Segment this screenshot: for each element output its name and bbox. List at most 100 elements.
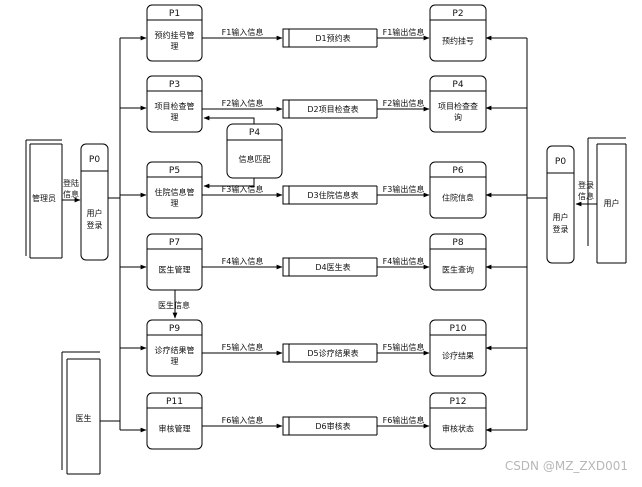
process-p1-left-id: P1 <box>169 9 180 19</box>
process-p2-right-label-0: 预约挂号 <box>442 36 474 46</box>
entity-user-label: 用户 <box>604 198 620 208</box>
process-p6-right-box <box>429 161 487 219</box>
process-p7-left: P7 医生管理 <box>146 233 203 291</box>
data-store-4: D4医生表 <box>282 257 378 277</box>
process-p5-left-label-0: 住院信息管 <box>155 187 195 197</box>
entity-user: 用户 <box>587 137 627 264</box>
flow-in-6: F6输入信息 <box>202 415 283 429</box>
data-store-label: D2项目检查表 <box>307 104 358 114</box>
flow-doctor-info: 医生信息 <box>158 290 190 319</box>
process-p4-right-id: P4 <box>452 80 463 90</box>
process-p5-left-box <box>146 161 203 219</box>
watermark: CSDN @MZ_ZXD001 <box>505 459 628 473</box>
data-store-1: D1预约表 <box>282 28 378 48</box>
process-p3-left-label-0: 项目检查管 <box>155 101 195 111</box>
flow-admin-login: 登陆 信息 <box>62 178 81 203</box>
process-p11-left-box <box>146 392 203 450</box>
data-store-5: D5诊疗结果表 <box>282 343 378 363</box>
process-user-login: P0 用户 登录 <box>546 145 575 264</box>
flow-out-label: F4输出信息 <box>383 256 425 266</box>
flow-out-label: F2输出信息 <box>383 98 425 108</box>
data-store-label: D4医生表 <box>315 262 350 272</box>
process-p12-right-id: P12 <box>450 397 467 407</box>
process-p8-right-label-0: 医生查询 <box>442 265 474 275</box>
flow-in-2: F2输入信息 <box>202 98 283 112</box>
process-p4-right-label-0: 项目检查查 <box>438 101 478 111</box>
flow-in-label: F4输入信息 <box>222 256 264 266</box>
process-p9-left-label-0: 诊疗结果管 <box>155 345 195 355</box>
data-store-6: D6审核表 <box>282 416 378 436</box>
process-p10-right-box <box>429 319 487 377</box>
left-bus <box>108 35 147 433</box>
flow-user-login-line1: 登录 <box>578 180 594 190</box>
process-user-login-line2: 登录 <box>553 224 569 234</box>
process-p12-right: P12 审核状态 <box>429 392 487 450</box>
flow-out-5: F5输出信息 <box>377 342 430 356</box>
process-p10-right-id: P10 <box>450 324 467 334</box>
flow-in-1: F1输入信息 <box>202 27 283 41</box>
flow-out-1: F1输出信息 <box>377 27 430 41</box>
process-p5-left-id: P5 <box>169 166 180 176</box>
flow-out-3: F3输出信息 <box>377 184 430 198</box>
process-p2-right-box <box>429 4 487 62</box>
entity-doctor: 医生 <box>61 351 101 475</box>
process-admin-login-line2: 登录 <box>87 220 103 230</box>
flow-out-4: F4输出信息 <box>377 256 430 270</box>
flow-user-login: 登录 信息 <box>575 180 597 207</box>
flow-out-label: F3输出信息 <box>383 184 425 194</box>
data-store-2: D2项目检查表 <box>282 99 378 119</box>
process-p4-right-box <box>429 75 487 133</box>
process-p9-left-box <box>146 319 203 377</box>
process-p9-left-label-1: 理 <box>171 357 179 366</box>
data-store-label: D3住院信息表 <box>307 190 358 200</box>
process-p12-right-label-0: 审核状态 <box>442 424 474 434</box>
flow-out-6: F6输出信息 <box>377 415 430 429</box>
process-p12-right-box <box>429 392 487 450</box>
data-store-label: D5诊疗结果表 <box>307 348 358 358</box>
process-p7-left-label-0: 医生管理 <box>159 265 191 275</box>
process-p7-left-id: P7 <box>169 238 180 248</box>
process-admin-login-id: P0 <box>89 155 100 165</box>
flow-admin-login-line1: 登陆 <box>63 178 79 188</box>
process-p5-left-label-1: 理 <box>171 199 179 208</box>
process-user-login-line1: 用户 <box>553 212 569 222</box>
flow-in-label: F5输入信息 <box>222 342 264 352</box>
flow-out-label: F1输出信息 <box>383 27 425 37</box>
process-p3-left-label-1: 理 <box>171 113 179 122</box>
flow-in-5: F5输入信息 <box>202 342 283 356</box>
process-p6-right-id: P6 <box>452 166 463 176</box>
flow-in-label: F1输入信息 <box>222 27 264 37</box>
entity-doctor-label: 医生 <box>76 413 92 423</box>
flow-in-3: F3输入信息 <box>202 184 283 198</box>
flow-in-label: F2输入信息 <box>222 98 264 108</box>
flow-out-2: F2输出信息 <box>377 98 430 112</box>
process-admin-login-line1: 用户 <box>87 208 103 218</box>
data-store-3: D3住院信息表 <box>282 185 378 205</box>
flow-user-login-line2: 信息 <box>578 191 594 201</box>
process-p3-left-box <box>146 75 203 133</box>
entity-admin: 管理员 <box>25 139 63 259</box>
process-p4-right-label-1: 询 <box>454 112 462 122</box>
process-p1-left-box <box>146 4 203 62</box>
flow-out-label: F6输出信息 <box>383 415 425 425</box>
flow-out-label: F5输出信息 <box>383 342 425 352</box>
flow-doctor-info-label: 医生信息 <box>158 300 190 310</box>
entity-admin-label: 管理员 <box>32 193 56 203</box>
